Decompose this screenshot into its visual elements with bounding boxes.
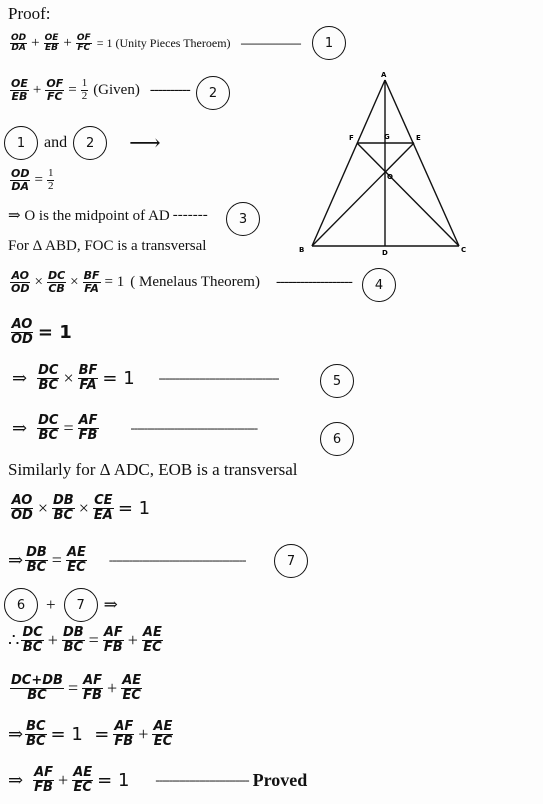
leader-dashes: --------------------------------------: [130, 420, 259, 436]
implies-arrow-icon: ⇒: [12, 367, 28, 388]
step-circle-4: 4: [362, 268, 396, 302]
equation-rhs: = 1 (Unity Pieces Theroem): [96, 36, 231, 51]
vertex-c-label: C: [461, 246, 466, 254]
step-circle-6-ref: 6: [4, 588, 38, 622]
step-circle-1-ref: 1: [4, 126, 38, 160]
point-f-label: F: [349, 134, 354, 142]
leader-dashes: ----------------------------: [155, 772, 249, 788]
leader-dashes: ----------------------------------------…: [108, 552, 246, 568]
step-circle-1: 1: [312, 26, 346, 60]
point-e-label: E: [416, 134, 421, 142]
point-g-label: G: [384, 133, 390, 141]
therefore-symbol: ∴: [8, 629, 20, 650]
implies-arrow-icon: ⇒: [8, 549, 24, 570]
leader-dashes: --------------------: [240, 36, 302, 51]
right-arrow-icon: ⟶: [129, 130, 161, 155]
transversal-abd-line: For Δ ABD, FOC is a transversal: [8, 238, 207, 254]
implies-arrow-icon: ⇒: [8, 723, 24, 744]
point-d-label: D: [382, 249, 388, 257]
side-ab: [311, 79, 386, 247]
implies-arrow-icon: ⇒: [8, 769, 24, 790]
combine-line-6-7: 6 + 7 ⇒: [4, 588, 118, 622]
given-label: (Given): [93, 81, 140, 98]
proof-heading: Proof:: [8, 4, 51, 23]
triangle-figure: A B C D E F G O: [299, 71, 466, 257]
step-circle-7-ref: 7: [63, 588, 98, 622]
leader-dashes: ----------: [149, 81, 191, 98]
vertex-a-label: A: [381, 71, 387, 79]
side-ac: [384, 79, 460, 247]
step-circle-3: 3: [226, 202, 260, 236]
point-o-label: O: [387, 173, 393, 181]
step-circle-7: 7: [274, 544, 308, 578]
implies-arrow-icon: ⇒: [12, 417, 28, 438]
proved-label: Proved: [252, 769, 308, 790]
leader-dashes: -------: [172, 207, 208, 223]
midpoint-line: ⇒ O is the midpoint of AD -------: [8, 207, 208, 224]
transversal-adc-line: Similarly for Δ ADC, EOB is a transversa…: [8, 460, 298, 479]
cevian-be: [311, 142, 415, 247]
cevian-cf: [356, 142, 460, 247]
combine-line-1-2: 1 and 2 ⟶: [4, 126, 161, 160]
leader-dashes: -------------------: [275, 273, 353, 290]
leader-dashes: ------------------------------------: [158, 370, 280, 386]
step-circle-2: 2: [196, 76, 230, 110]
step-circle-6: 6: [320, 422, 354, 456]
step-circle-2-ref: 2: [73, 126, 108, 160]
implies-arrow-icon: ⇒: [103, 595, 118, 614]
vertex-b-label: B: [299, 246, 304, 254]
step-circle-5: 5: [320, 364, 354, 398]
theorem-note: ( Menelaus Theorem): [130, 273, 260, 290]
